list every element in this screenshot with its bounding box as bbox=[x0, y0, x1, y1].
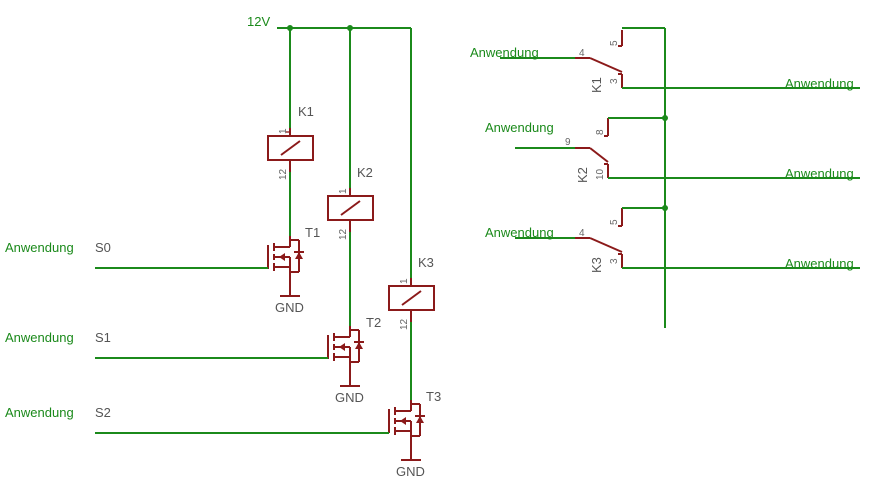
contact-k3-label: K3 bbox=[589, 257, 604, 273]
mosfet-t2: T2 GND bbox=[327, 315, 381, 405]
relay-k3-label: K3 bbox=[418, 255, 434, 270]
mosfet-t1-label: T1 bbox=[305, 225, 320, 240]
supply-rail: 12V bbox=[247, 14, 412, 278]
contact-k2-nc-pin: 8 bbox=[595, 129, 606, 135]
contact-k3-nc-pin: 5 bbox=[609, 219, 620, 225]
relay-k1-pin-b: 12 bbox=[278, 168, 289, 180]
mosfet-t3: T3 GND bbox=[388, 389, 441, 479]
relay-contact-k1: Anwendung Anwendung 4 5 3 K1 bbox=[470, 27, 860, 93]
contact-k1-label: K1 bbox=[589, 77, 604, 93]
gate-input-s2-name: S2 bbox=[95, 405, 111, 420]
relay-coil-k1: K1 1 12 bbox=[267, 104, 314, 180]
supply-label: 12V bbox=[247, 14, 270, 29]
contact-k1-in-net: Anwendung bbox=[470, 45, 539, 60]
gate-input-s2: Anwendung S2 bbox=[5, 405, 389, 434]
mosfet-t1-gnd: GND bbox=[275, 300, 304, 315]
contact-k3-common-pin: 4 bbox=[579, 228, 585, 239]
mosfet-t2-gnd: GND bbox=[335, 390, 364, 405]
contact-k1-no-pin: 3 bbox=[609, 78, 620, 84]
relay-k3-pin-b: 12 bbox=[399, 318, 410, 330]
contact-k2-no-pin: 10 bbox=[595, 168, 606, 180]
contact-k2-out-net: Anwendung bbox=[785, 166, 854, 181]
mosfet-t2-label: T2 bbox=[366, 315, 381, 330]
relay-k2-pin-b: 12 bbox=[338, 228, 349, 240]
mosfet-t3-label: T3 bbox=[426, 389, 441, 404]
relay-contact-k3: Anwendung Anwendung 4 5 3 K3 bbox=[485, 207, 860, 273]
contact-k3-in-net: Anwendung bbox=[485, 225, 554, 240]
mosfet-t3-gnd: GND bbox=[396, 464, 425, 479]
relay-k2-label: K2 bbox=[357, 165, 373, 180]
contact-k2-label: K2 bbox=[575, 167, 590, 183]
relay-k3-pin-a: 1 bbox=[399, 278, 410, 284]
gate-input-s1-net: Anwendung bbox=[5, 330, 74, 345]
gate-input-s0: Anwendung S0 bbox=[5, 240, 268, 269]
relay-k1-label: K1 bbox=[298, 104, 314, 119]
contact-k1-common-pin: 4 bbox=[579, 48, 585, 59]
gate-input-s1: Anwendung S1 bbox=[5, 330, 328, 359]
contact-k1-nc-pin: 5 bbox=[609, 40, 620, 46]
relay-contact-k2: Anwendung Anwendung 9 8 10 K2 bbox=[485, 117, 860, 183]
gate-input-s0-name: S0 bbox=[95, 240, 111, 255]
relay-k2-pin-a: 1 bbox=[338, 188, 349, 194]
contact-k1-out-net: Anwendung bbox=[785, 76, 854, 91]
contact-k3-no-pin: 3 bbox=[609, 258, 620, 264]
relay-coil-k3: K3 1 12 bbox=[388, 255, 435, 330]
contact-k2-common-pin: 9 bbox=[565, 137, 571, 148]
relay-coil-k2: K2 1 12 bbox=[327, 165, 374, 240]
gate-input-s0-net: Anwendung bbox=[5, 240, 74, 255]
contact-k3-out-net: Anwendung bbox=[785, 256, 854, 271]
gate-input-s2-net: Anwendung bbox=[5, 405, 74, 420]
relay-k1-pin-a: 1 bbox=[278, 128, 289, 134]
mosfet-t1: T1 GND bbox=[267, 225, 320, 315]
contact-k2-in-net: Anwendung bbox=[485, 120, 554, 135]
gate-input-s1-name: S1 bbox=[95, 330, 111, 345]
